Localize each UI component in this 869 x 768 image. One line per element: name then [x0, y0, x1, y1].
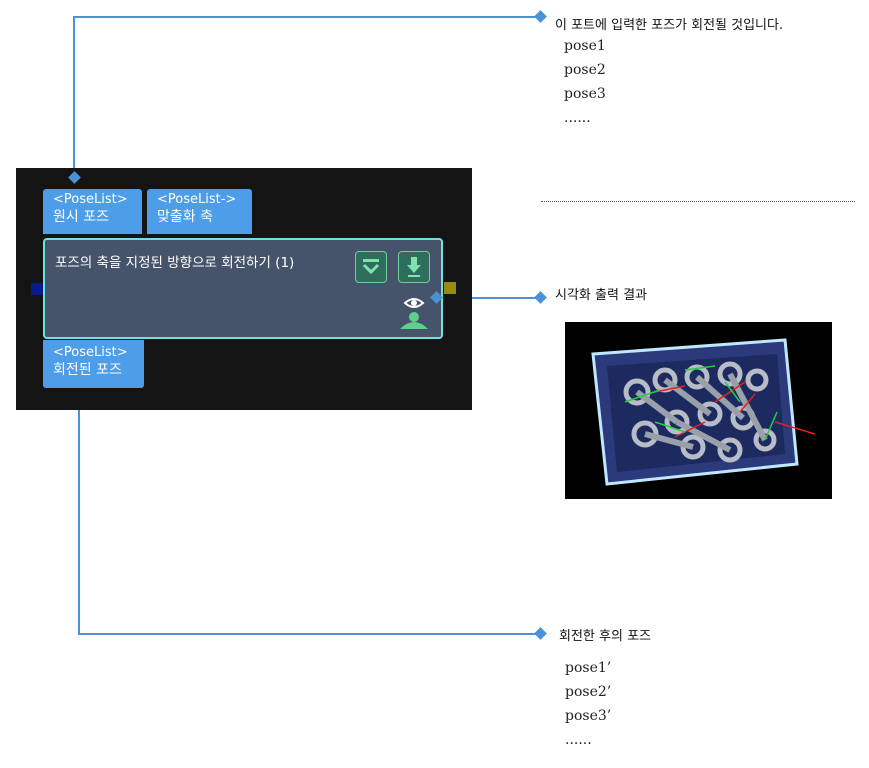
pose-item: pose3’	[565, 708, 612, 724]
connector-mid-end	[534, 291, 547, 304]
output-port-rotated-poses[interactable]: <PoseList> 회전된 포즈	[43, 340, 144, 388]
connector-bottom-end	[534, 627, 547, 640]
collapse-button[interactable]	[355, 251, 387, 283]
input-port-type: <PoseList>	[53, 192, 128, 207]
visualization-image	[565, 322, 832, 499]
pose-item: pose2’	[565, 684, 612, 700]
pose-item: pose1’	[565, 660, 612, 676]
input-port-fit-axis[interactable]: <PoseList-> 맞출화 축	[147, 189, 252, 234]
pose-item: ......	[564, 110, 591, 126]
connector-top-horizontal	[73, 16, 539, 18]
output-port-name: 회전된 포즈	[53, 362, 122, 378]
collapse-icon	[362, 259, 380, 275]
pose-item: pose3	[564, 86, 606, 102]
input-port-original-poses[interactable]: <PoseList> 원시 포즈	[43, 189, 142, 234]
node-title: 포즈의 축을 지정된 방향으로 회전하기 (1)	[55, 255, 295, 271]
divider	[541, 201, 855, 202]
left-handle[interactable]	[31, 283, 43, 295]
download-button[interactable]	[398, 251, 430, 283]
connector-top-end	[534, 10, 547, 23]
output-pose-list: pose1’ pose2’ pose3’ ......	[565, 656, 611, 752]
input-note: 이 포트에 입력한 포즈가 회전될 것입니다.	[555, 18, 784, 33]
eye-person-icon[interactable]	[396, 295, 432, 331]
download-icon	[407, 257, 421, 277]
output-port-type: <PoseList>	[53, 345, 128, 360]
pose-item: pose1	[564, 38, 606, 54]
bin-with-parts-illustration	[591, 338, 816, 486]
output-note: 회전한 후의 포즈	[559, 629, 651, 644]
rotate-pose-axis-node[interactable]: 포즈의 축을 지정된 방향으로 회전하기 (1)	[43, 238, 443, 339]
input-port-name: 맞출화 축	[157, 209, 213, 225]
input-port-name: 원시 포즈	[53, 209, 109, 225]
input-pose-list: pose1 pose2 pose3 ......	[564, 34, 606, 130]
connector-mid-horizontal	[436, 297, 536, 299]
connector-bottom-vertical	[78, 374, 80, 635]
pose-item: pose2	[564, 62, 606, 78]
connector-bottom-horizontal	[78, 633, 538, 635]
pose-item: ......	[565, 732, 592, 748]
right-handle[interactable]	[444, 282, 456, 294]
connector-top-vertical	[73, 16, 75, 178]
input-port-type: <PoseList->	[157, 192, 237, 207]
visual-note: 시각화 출력 결과	[555, 288, 647, 303]
